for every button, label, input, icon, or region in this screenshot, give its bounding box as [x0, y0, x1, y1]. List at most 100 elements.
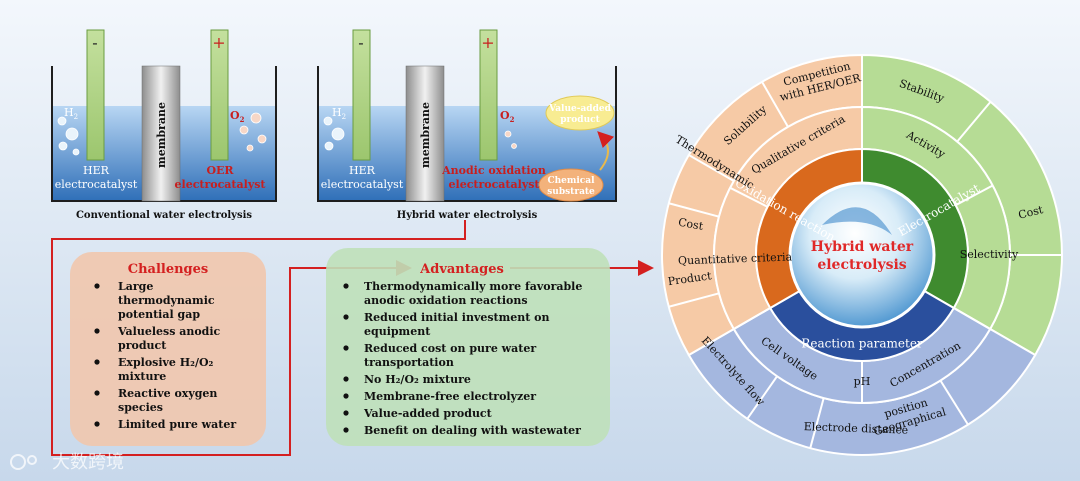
outer-label-cost-right: Cost — [1017, 203, 1045, 222]
o2-label: O2 — [500, 109, 515, 124]
h2-bubbles — [323, 116, 345, 151]
ring-divider — [733, 307, 771, 330]
cathode-sign: - — [358, 33, 363, 52]
bullet-dot — [94, 390, 100, 396]
substrate-label-2: substrate — [547, 187, 595, 197]
tank-wall — [317, 66, 617, 202]
bullet-dot — [94, 359, 100, 365]
cathode-sign: - — [92, 33, 97, 52]
substrate-label-1: Chemical — [547, 176, 595, 186]
watermark-text: 大数跨境 — [52, 452, 124, 473]
anodic-oxidation-label: Anodic oxidation — [441, 164, 546, 177]
list-item: Limited pure water — [118, 418, 236, 431]
h2-label: H2 — [332, 106, 346, 121]
her-electrocatalyst-label: electrocatalyst — [321, 178, 404, 191]
list-item: equipment — [364, 325, 431, 338]
anode-electrode — [210, 29, 229, 161]
list-item: potential gap — [118, 308, 200, 321]
ring-divider — [955, 184, 994, 207]
flow-arrow-left — [51, 220, 466, 456]
oer-electrocatalyst-label: electrocatalyst — [175, 178, 267, 191]
bullet-dot — [94, 328, 100, 334]
bullet-dot — [343, 393, 349, 399]
advantages-title: Advantages — [419, 262, 504, 277]
bullet-dot — [343, 314, 349, 320]
bullet-dot — [343, 410, 349, 416]
h2-label: H2 — [64, 106, 78, 121]
list-item: Thermodynamically more favorable — [364, 280, 582, 293]
list-item: transportation — [364, 356, 454, 369]
advantages-panel: Advantages Thermodynamically more favora… — [326, 248, 610, 446]
membrane — [141, 65, 181, 202]
oer-label: OER — [206, 164, 234, 177]
list-item: mixture — [118, 370, 166, 383]
product-label-2: product — [560, 115, 600, 125]
middle-label-ph: pH — [854, 375, 871, 388]
bullet-dot — [343, 376, 349, 382]
product-label-1: Value-added — [548, 104, 612, 114]
outer-label-electrode-distance: Electrode distance — [803, 420, 908, 437]
bullet-dot — [94, 421, 100, 427]
membrane-label: membrane — [419, 102, 432, 168]
o2-bubbles — [504, 130, 517, 149]
challenges-title: Challenges — [128, 262, 209, 277]
inner-label-reaction-parameter: Reaction parameter — [801, 337, 923, 351]
bullet-dot — [343, 283, 349, 289]
hybrid-cell: membrane - + H2 O2 Value-added product C… — [317, 29, 617, 221]
o2-bubbles — [239, 112, 267, 152]
outer-label-cost-left: Cost — [677, 216, 705, 233]
membrane-label: membrane — [155, 102, 168, 168]
anodic-electrocatalyst-label: electrocatalyst — [449, 178, 541, 191]
list-item: Explosive H₂/O₂ — [118, 356, 214, 369]
ring-divider — [761, 81, 789, 128]
list-item: product — [118, 339, 167, 352]
cathode-electrode — [86, 29, 105, 161]
her-label: HER — [349, 164, 376, 177]
list-item: Reduced cost on pure water — [364, 342, 536, 355]
bullet-dot — [343, 345, 349, 351]
anode-sign: + — [212, 33, 225, 52]
conventional-cell: membrane - + H2 O2 HER electrocatalyst O… — [51, 29, 277, 221]
bullet-dot — [94, 283, 100, 289]
conventional-caption: Conventional water electrolysis — [76, 210, 252, 221]
her-label: HER — [83, 164, 110, 177]
list-item: Reactive oxygen — [118, 387, 217, 400]
list-item: No H₂/O₂ mixture — [364, 373, 471, 386]
center-title-2: electrolysis — [817, 257, 906, 273]
ring-divider — [668, 292, 720, 308]
ring-divider — [668, 202, 720, 218]
middle-label-quantitative: Quantitative criteria — [678, 250, 793, 267]
list-item: Membrane-free electrolyzer — [364, 390, 536, 403]
ring-divider — [939, 379, 969, 426]
list-item: thermodynamic — [118, 294, 215, 307]
membrane — [405, 65, 445, 202]
middle-label-selectivity: Selectivity — [960, 248, 1019, 261]
ring-divider — [746, 375, 778, 420]
water-drop-icon — [822, 207, 892, 235]
anode-electrode — [479, 29, 498, 161]
list-item: Value-added product — [363, 407, 493, 420]
list-item: Benefit on dealing with wastewater — [364, 424, 581, 437]
list-item: Valueless anodic — [117, 325, 221, 338]
center-title-1: Hybrid water — [811, 239, 914, 255]
ring-divider — [953, 307, 991, 330]
list-item: Reduced initial investment on — [364, 311, 550, 324]
substrate-to-product-arrow — [597, 131, 615, 171]
hybrid-caption: Hybrid water electrolysis — [397, 210, 538, 221]
watermark: 大数跨境 — [10, 452, 124, 473]
o2-label: O2 — [230, 109, 245, 124]
ring-divider — [809, 397, 825, 449]
outer-label-product: Product — [667, 269, 713, 288]
list-item: anodic oxidation reactions — [364, 294, 528, 307]
center-sphere — [788, 181, 936, 329]
cathode-electrode — [352, 29, 371, 161]
chemical-substrate-bubble — [538, 168, 604, 202]
her-electrocatalyst-label: electrocatalyst — [55, 178, 138, 191]
anode-sign: + — [481, 33, 494, 52]
ring-divider — [688, 154, 735, 182]
ring-divider — [729, 186, 769, 208]
